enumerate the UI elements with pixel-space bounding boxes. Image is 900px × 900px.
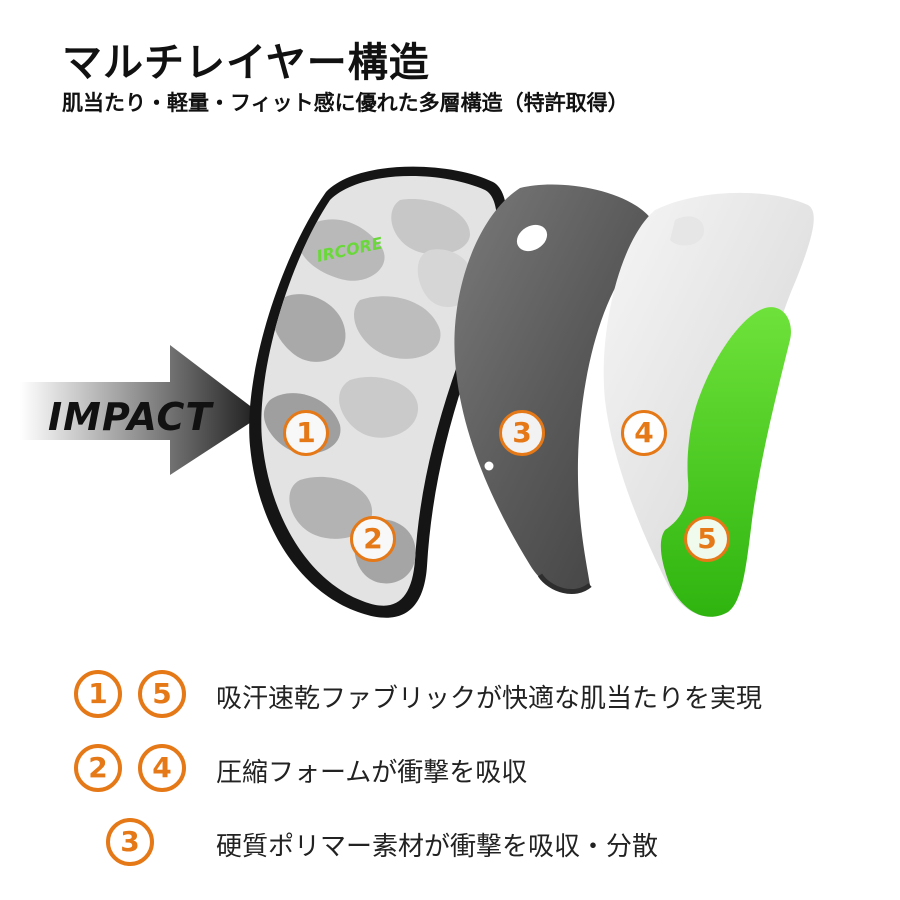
- polymer-layer: [454, 184, 657, 595]
- legend-badge-2: 2: [74, 744, 122, 792]
- legend-badge-4: 4: [138, 744, 186, 792]
- legend-badge-5: 5: [138, 670, 186, 718]
- legend-row-3: 3 硬質ポリマー素材が衝撃を吸収・分散: [0, 818, 900, 868]
- legend-row-2-4: 2 4 圧縮フォームが衝撃を吸収: [0, 744, 900, 794]
- impact-arrow: [20, 345, 262, 475]
- marker-3: 3: [499, 410, 545, 456]
- legend-row-1-5: 1 5 吸汗速乾ファブリックが快適な肌当たりを実現: [0, 670, 900, 720]
- legend-text-fabric: 吸汗速乾ファブリックが快適な肌当たりを実現: [216, 684, 763, 714]
- impact-label: IMPACT: [48, 395, 213, 439]
- outer-camo-layer: IRCORE: [249, 166, 508, 618]
- marker-1: 1: [283, 410, 329, 456]
- layers-graphic: IRCORE: [20, 166, 814, 618]
- page-subtitle: 肌当たり・軽量・フィット感に優れた多層構造（特許取得）: [62, 91, 629, 115]
- marker-4: 4: [621, 410, 667, 456]
- legend-text-polymer: 硬質ポリマー素材が衝撃を吸収・分散: [216, 832, 659, 862]
- page-title: マルチレイヤー構造: [62, 40, 430, 86]
- marker-5: 5: [684, 516, 730, 562]
- legend-badge-3: 3: [106, 818, 154, 866]
- legend-badge-1: 1: [74, 670, 122, 718]
- layer-illustration: IRCORE IMPACT 1 2 3 4 5: [20, 166, 814, 618]
- legend-text-foam: 圧縮フォームが衝撃を吸収: [216, 758, 528, 788]
- marker-2: 2: [350, 516, 396, 562]
